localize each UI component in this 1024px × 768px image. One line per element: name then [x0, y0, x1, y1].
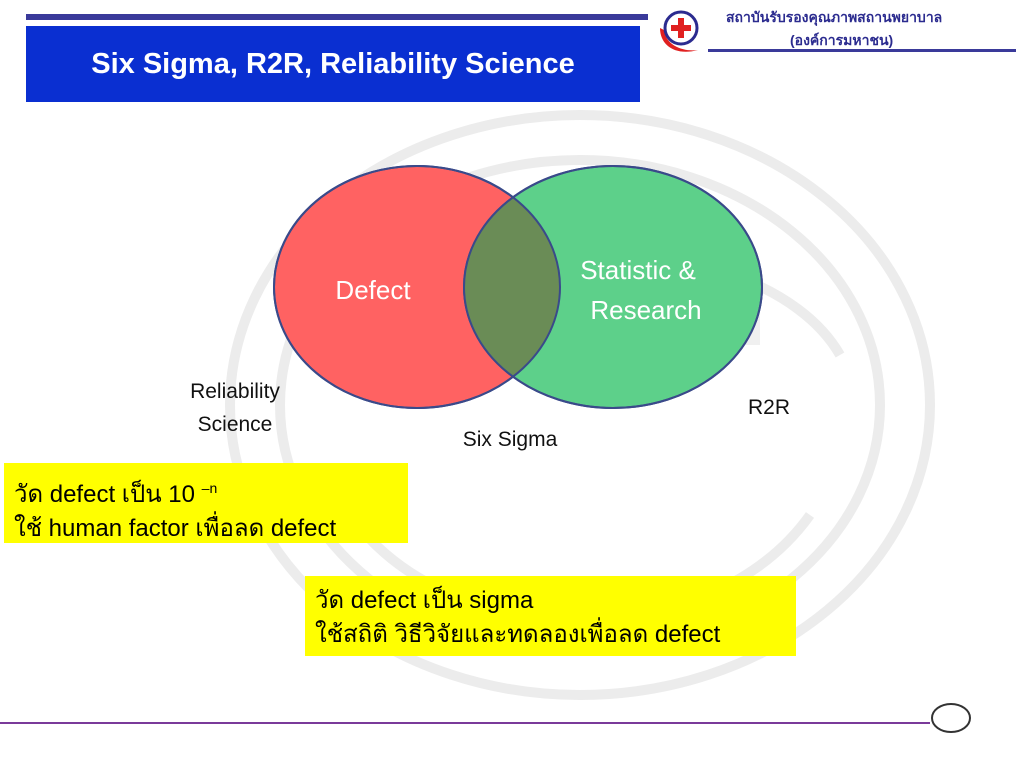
note-reliability-line1: วัด defect เป็น 10 –n — [14, 480, 218, 508]
reliability-label-line1: Reliability — [190, 380, 280, 403]
bottom-rule — [0, 722, 930, 724]
page-title-text: Six Sigma, R2R, Reliability Science — [91, 47, 575, 80]
note-reliability-line2: ใช้ human factor เพื่อลด defect — [14, 515, 337, 542]
science-label-line2: Science — [197, 413, 273, 436]
bottom-oval-icon — [931, 703, 971, 733]
six-sigma-label: Six Sigma — [462, 428, 558, 451]
defect-label: Defect — [335, 275, 411, 305]
note-six-sigma-line1: วัด defect เป็น sigma — [315, 587, 534, 614]
note-six-sigma-line2: ใช้สถิติ วิธีวิจัยและทดลองเพื่อลด defect — [315, 621, 721, 648]
research-label-line2: Research — [590, 295, 702, 325]
org-name-line2: (องค์การมหาชน) — [790, 32, 894, 48]
note-reliability: วัด defect เป็น 10 –n ใช้ human factor เ… — [4, 463, 408, 543]
top-rule-left — [26, 14, 648, 20]
r2r-label: R2R — [747, 396, 790, 419]
red-cross-logo-icon — [660, 10, 699, 52]
exponent-superscript: –n — [201, 480, 218, 496]
note-six-sigma: วัด defect เป็น sigma ใช้สถิติ วิธีวิจัย… — [305, 576, 796, 656]
page-title: Six Sigma, R2R, Reliability Science — [26, 26, 640, 102]
top-rule-right — [708, 49, 1016, 52]
statistic-label-line1: Statistic & — [580, 255, 696, 285]
org-name-line1: สถาบันรับรองคุณภาพสถานพยาบาล — [726, 9, 943, 25]
overlap-region — [464, 166, 560, 408]
